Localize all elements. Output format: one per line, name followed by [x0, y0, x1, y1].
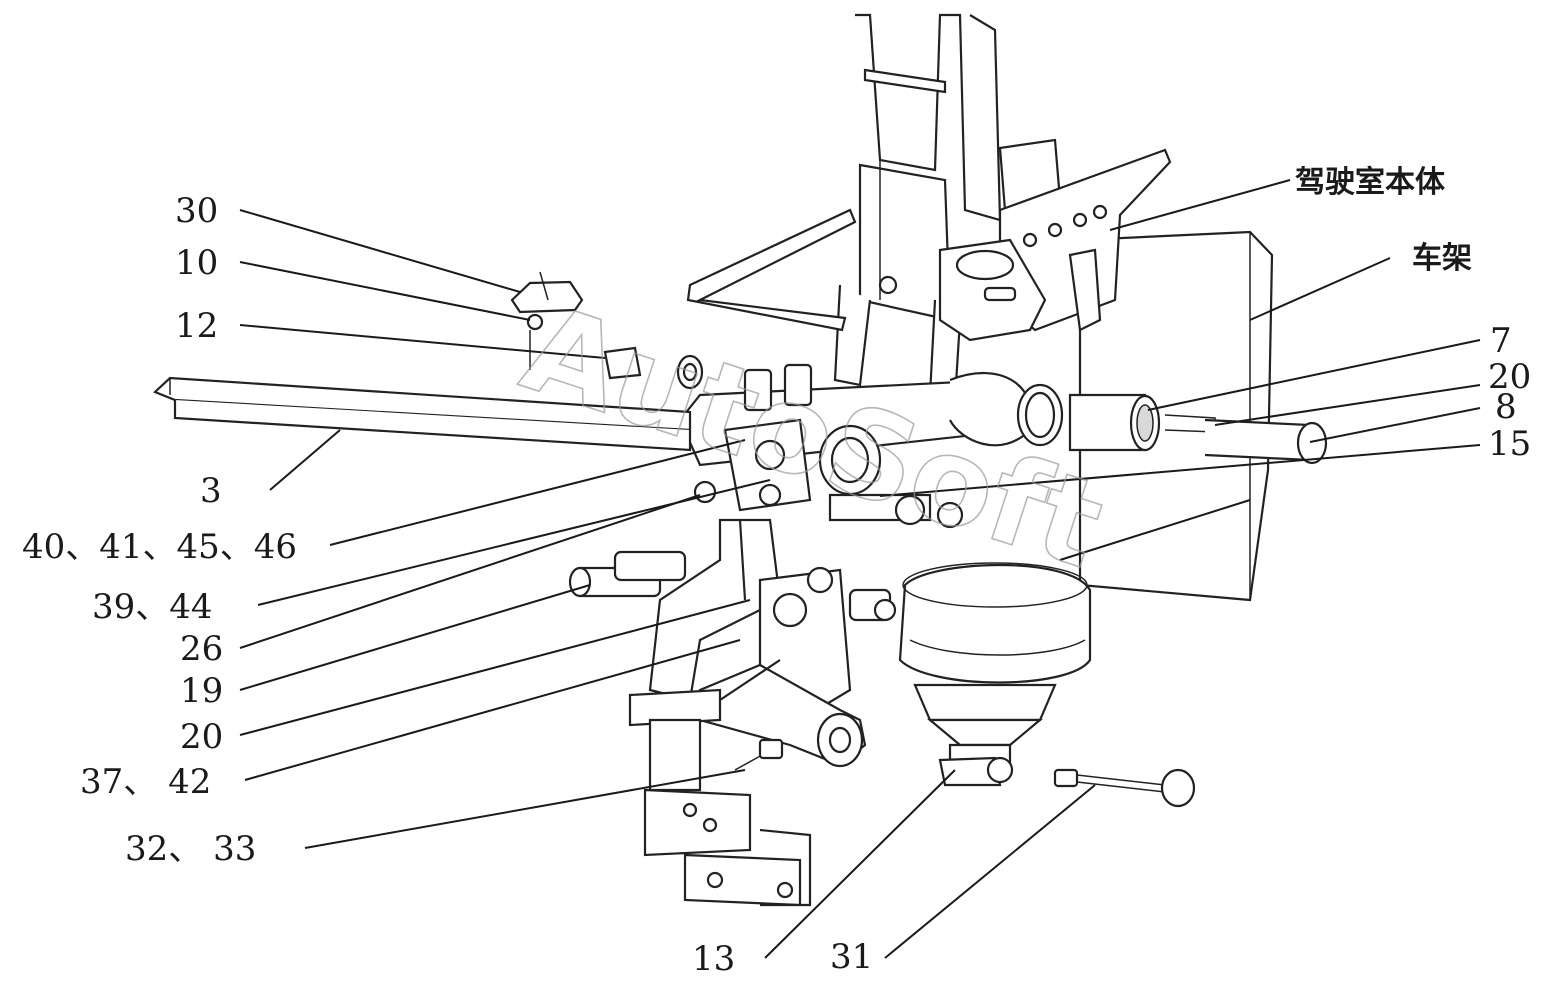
assembly-drawing: [152, 13, 1328, 907]
label-31: 31: [830, 937, 873, 977]
label-19: 19: [180, 671, 223, 711]
air-spring: [898, 562, 1092, 787]
damper: [698, 659, 867, 768]
label-26: 26: [180, 629, 223, 669]
lower-mount: [628, 688, 812, 907]
label-20-right: 20: [1488, 357, 1531, 397]
label-15: 15: [1488, 424, 1531, 464]
label-40-41-45-46: 40、41、45、46: [22, 527, 297, 567]
label-12: 12: [175, 306, 218, 346]
label-3: 3: [200, 471, 222, 511]
diagonal-strut: [686, 208, 857, 332]
label-frame: 车架: [1412, 241, 1472, 276]
label-cab-body: 驾驶室本体: [1295, 165, 1446, 200]
upper-column: [833, 13, 1002, 402]
label-10: 10: [175, 243, 218, 283]
label-30: 30: [175, 191, 218, 231]
label-13: 13: [692, 939, 735, 979]
label-39-44: 39、44: [92, 587, 213, 627]
leader-lines: [239, 179, 1481, 959]
label-32-33: 32、 33: [125, 829, 256, 869]
bolt-31-part: [1053, 768, 1196, 808]
small-parts-cluster: [510, 271, 704, 390]
label-37-42: 37、 42: [80, 762, 211, 802]
label-8: 8: [1495, 387, 1517, 427]
label-7: 7: [1490, 321, 1512, 361]
label-20-left: 20: [180, 717, 223, 757]
frame-beam: [152, 376, 692, 452]
upper-bracket: [938, 148, 1172, 342]
callout-labels: 30 10 12 3 40、41、45、46 39、44 26 19 20 37…: [22, 165, 1531, 979]
